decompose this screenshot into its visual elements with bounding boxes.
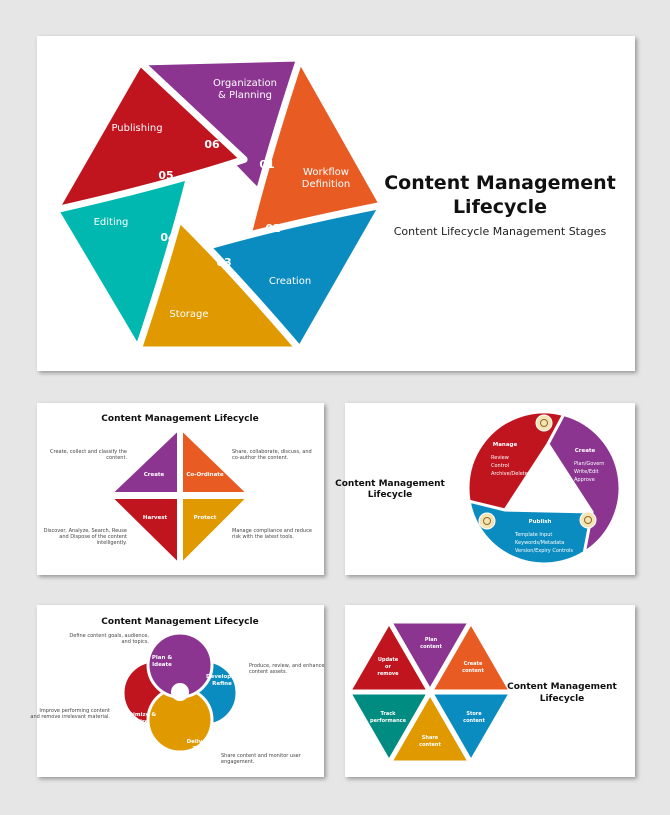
stage-number: 05 [158, 169, 173, 182]
section-item: Review [491, 455, 509, 461]
triangle-label: Create [464, 661, 483, 667]
stage-number: 01 [259, 158, 274, 171]
quadrant-description: and Dispose of the content [59, 534, 127, 540]
triangle-label: Track [381, 711, 397, 717]
quadrant-description: risk with the latest tools. [232, 534, 294, 540]
petal-label: Refine [212, 681, 232, 687]
main-subtitle: Content Lifecycle Management Stages [394, 225, 607, 238]
stage-number: 06 [204, 138, 220, 151]
petal-description: content assets. [249, 669, 288, 675]
stage-number: 04 [160, 231, 176, 244]
petal-description: Define content goals, audience, [69, 633, 149, 639]
triangle-label: Plan [425, 637, 438, 643]
section-item: Archive/Delete [491, 471, 528, 477]
stage-number: 02 [265, 222, 280, 235]
slide5-title: Content Management [507, 682, 617, 692]
petal-description: and topics. [121, 639, 149, 645]
petal-label: Track [193, 746, 210, 752]
triangle-label: content [419, 742, 441, 748]
section-label: Publish [529, 519, 552, 525]
stage-label: Workflow [303, 167, 349, 178]
quadrant-description: Manage compliance and reduce [232, 528, 312, 534]
petal-description: and remove irrelevant material. [30, 714, 110, 720]
quadrant-description: content. [106, 455, 127, 461]
hexagon-triangle [345, 618, 433, 695]
stage-label: Organization [213, 78, 277, 89]
stage-label: Definition [302, 179, 350, 190]
quadrant-label: Create [144, 472, 165, 478]
section-item: Template Input [514, 532, 552, 538]
slide-thumbnail-2[interactable] [37, 403, 324, 575]
quadrant-label: Protect [194, 515, 217, 521]
diamond-quadrant [181, 429, 248, 494]
slide5-title: Lifecycle [540, 694, 585, 704]
section-item: Approve [574, 477, 595, 483]
quadrant-description: Share, collaborate, discuss, and [232, 449, 312, 455]
diamond-quadrant [111, 429, 179, 494]
gear-icon [483, 517, 491, 525]
main-title: Lifecycle [453, 196, 547, 218]
triangle-label: or [385, 664, 391, 670]
quadrant-description: Discover, Analyze, Search, Reuse [44, 528, 127, 534]
triangle-label: content [463, 718, 485, 724]
triangle-label: Update [378, 657, 399, 663]
swirl-center [171, 683, 189, 701]
section-icon-badge [478, 512, 496, 530]
main-hexagon-labels: Organization & Planning 01 Workflow Defi… [94, 78, 351, 320]
petal-label: Develop & [206, 674, 238, 680]
slide3-title: Content Management [335, 479, 445, 489]
quadrant-description: co-author the content. [232, 455, 289, 461]
section-item: Control [491, 463, 509, 469]
section-item: Version/Expiry Controls [515, 548, 573, 554]
petal-label: Deliver & [187, 739, 216, 745]
section-icon-badge [535, 414, 553, 432]
petal-label: Retire [130, 719, 149, 725]
triangle-label: content [462, 668, 484, 674]
diamond-quadrant [111, 497, 179, 564]
triangle-label: remove [377, 671, 399, 677]
gear-icon [540, 419, 548, 427]
section-item: Write/Edit [574, 469, 599, 475]
petal-description: Improve performing content [39, 708, 110, 714]
slide2-title: Content Management Lifecycle [101, 414, 258, 424]
quadrant-label: Harvest [143, 515, 168, 521]
section-item: Keywords/Metadata [515, 540, 564, 546]
slide4-title: Content Management Lifecycle [101, 617, 258, 627]
quadrant-description: intelligently. [97, 540, 128, 546]
stage-label: Creation [269, 276, 311, 287]
quadrant-description: Create, collect and classify the [50, 449, 127, 455]
petal-description: Share content and monitor user [221, 753, 302, 759]
section-icon-badge [579, 511, 597, 529]
petal-description: engagement. [221, 759, 255, 765]
petal-label: Plan & [152, 655, 172, 661]
triangle-label: Store [466, 711, 482, 717]
triangle-label: content [420, 644, 442, 650]
gear-icon [584, 516, 592, 524]
slide3-title: Lifecycle [368, 490, 413, 500]
triangle-label: performance [370, 718, 407, 724]
stage-number: 03 [216, 256, 231, 269]
petal-description: Produce, review, and enhance [249, 663, 324, 669]
main-title: Content Management [384, 172, 616, 194]
section-label: Manage [493, 442, 518, 448]
stage-label: & Planning [218, 90, 272, 101]
stage-label: Editing [94, 217, 129, 228]
petal-label: Optimize & [122, 712, 157, 718]
section-item: Plan/Govern [574, 461, 604, 467]
quadrant-label: Co-Ordinate [186, 472, 224, 478]
circle-section [467, 499, 594, 566]
triangle-label: Share [422, 735, 439, 741]
section-label: Create [575, 448, 596, 454]
petal-label: Ideate [152, 662, 172, 668]
hexagon-segment [51, 58, 248, 214]
diamond-quadrant [181, 497, 248, 564]
stage-label: Storage [169, 309, 208, 320]
circle-section [546, 413, 622, 554]
stage-label: Publishing [111, 123, 162, 134]
